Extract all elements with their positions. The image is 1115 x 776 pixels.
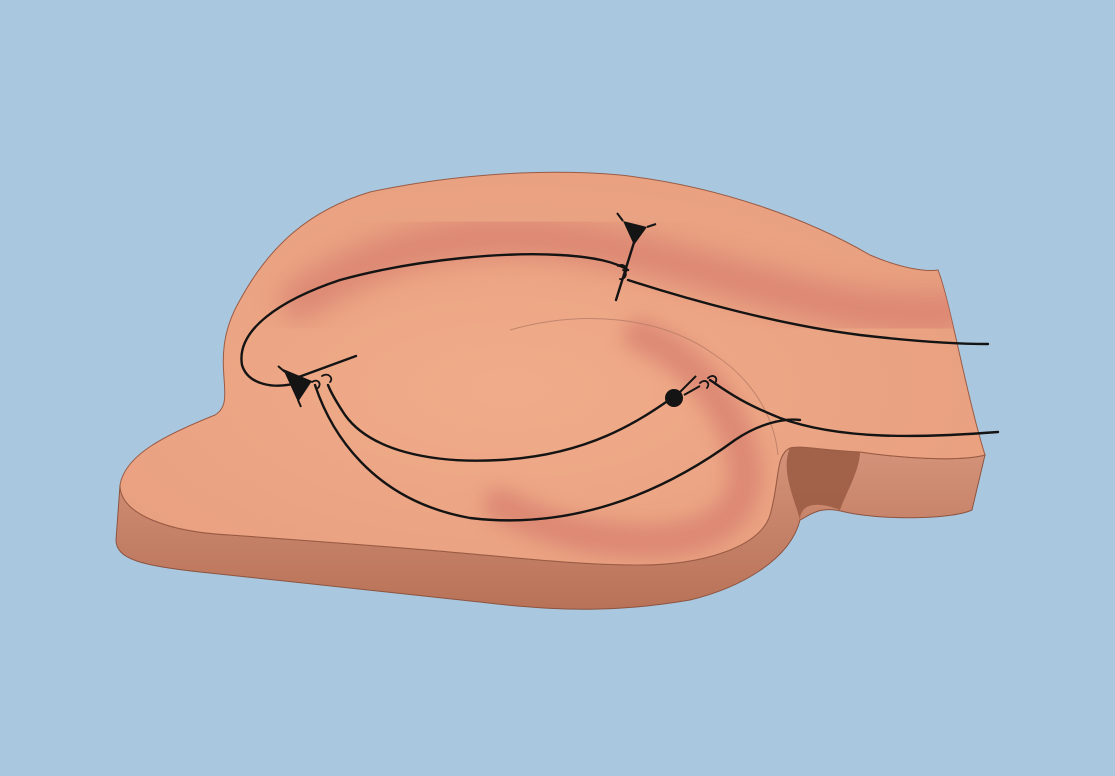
figure-canvas [0, 0, 1115, 776]
hippocampus-slice-diagram [0, 0, 1115, 776]
